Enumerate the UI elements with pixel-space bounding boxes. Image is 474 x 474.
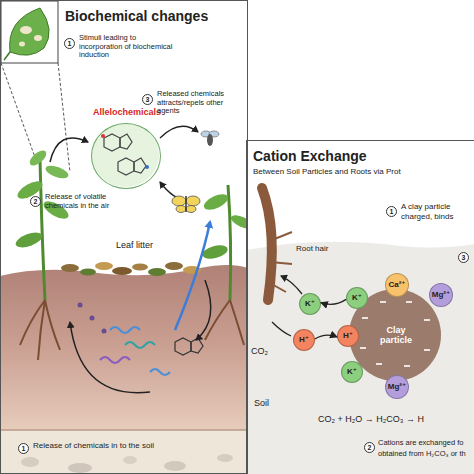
ion-circle: H⁺ — [337, 325, 359, 347]
node-title: Biochemical changes — [65, 9, 245, 24]
annotation-text: obtained from H₂CO₃ or th — [378, 450, 474, 459]
ion-circle: K⁺ — [346, 287, 368, 309]
annotation-text: Released chemicals attracts/repels other… — [157, 90, 245, 116]
ion-circle: H⁺ — [293, 329, 315, 351]
ion-circle: Mg²⁺ — [385, 375, 409, 399]
annotation-text: Root hair — [296, 244, 356, 253]
node-title: Mg²⁺ — [388, 383, 406, 392]
exchange-arrow — [315, 335, 337, 339]
node-title: K⁺ — [347, 368, 357, 377]
exchange-arrow — [321, 299, 346, 304]
annotation-text: Stimuli leading to incorporation of bioc… — [79, 34, 179, 60]
node-title: K⁺ — [305, 300, 315, 309]
ion-circle: K⁺ — [341, 361, 363, 383]
node-title: H⁺ — [343, 332, 353, 341]
callout-number: 3 — [142, 94, 153, 105]
panel-box: Biochemical changesAllelochemicals — [0, 0, 248, 474]
callout-number: 2 — [30, 196, 41, 207]
callout-number: 1 — [18, 443, 29, 454]
annotation-text: Soil — [254, 398, 284, 408]
allelochemical-circle: Allelochemicals — [91, 123, 161, 189]
node-title: Clay particle — [371, 326, 421, 346]
callout-number: 1 — [386, 206, 397, 217]
annotation-text: charged, binds — [401, 212, 473, 221]
annotation-text: Leaf litter — [116, 240, 186, 250]
annotation-text: Release of chemicals in to the soil — [33, 441, 243, 450]
annotation-text: Cations are exchanged fo — [378, 439, 474, 448]
callout-number: 2 — [364, 442, 375, 453]
node-title: Mg²⁺ — [432, 291, 450, 300]
ion-circle: K⁺ — [299, 293, 321, 315]
node-subtitle: Between Soil Particles and Roots via Pro… — [253, 168, 468, 177]
annotation-text: CO₂ — [251, 346, 281, 356]
annotation-text: CO₂ + H₂O → H₂CO₃ → H — [318, 414, 473, 424]
callout-number: 1 — [64, 38, 75, 49]
node-title: Cation Exchange — [253, 149, 453, 164]
node-title: K⁺ — [352, 294, 362, 303]
callout-number: 3 — [458, 252, 469, 263]
ion-circle: Ca²⁺ — [385, 273, 409, 297]
annotation-text: A clay particle — [401, 202, 473, 211]
node-title: Ca²⁺ — [388, 281, 405, 290]
node-title: H⁺ — [299, 336, 309, 345]
ion-circle: Mg²⁺ — [429, 283, 453, 307]
annotation-text: Release of volatile chemicals in the air — [45, 193, 137, 210]
